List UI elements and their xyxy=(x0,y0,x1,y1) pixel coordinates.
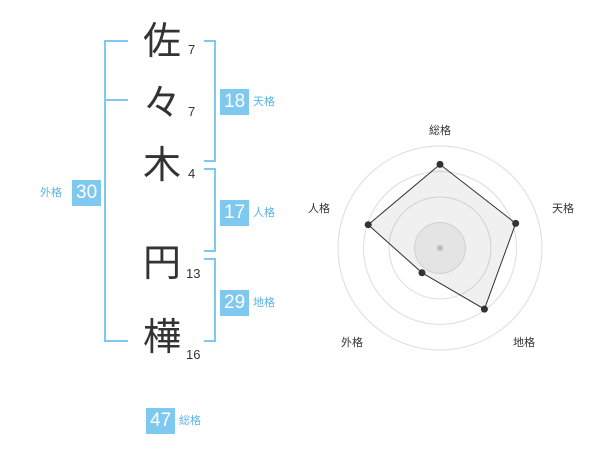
stroke-count-5: 16 xyxy=(186,347,201,362)
radar-axis-label-2: 天格 xyxy=(552,201,574,215)
name-char-4: 円 xyxy=(142,241,181,285)
radar-axis-label-4: 外格 xyxy=(341,335,363,349)
chikaku-badge: 29 xyxy=(220,290,250,316)
radar-ring-3 xyxy=(363,171,517,325)
radar-point-5 xyxy=(364,221,372,229)
jinkaku-badge: 17 xyxy=(220,200,250,226)
name-char-1: 佐 xyxy=(142,19,181,63)
stroke-count-1: 7 xyxy=(188,42,196,57)
radar-ring-4 xyxy=(337,145,543,351)
radar-ring-2 xyxy=(388,196,492,300)
radar-axis-label-5: 人格 xyxy=(308,201,330,215)
soukaku-label: 総格 xyxy=(179,414,201,427)
radar-center-dot xyxy=(437,245,443,251)
jinkaku-bracket xyxy=(204,168,216,252)
chikaku-bracket xyxy=(204,258,216,342)
radar-point-2 xyxy=(512,219,520,227)
gaikaku-label: 外格 xyxy=(40,186,62,199)
radar-area xyxy=(367,163,517,310)
radar-axis-label-1: 総格 xyxy=(429,123,451,137)
gaikaku-bracket xyxy=(104,40,128,342)
gaikaku-badge: 30 xyxy=(72,180,102,206)
soukaku-badge: 47 xyxy=(146,408,176,434)
tenkaku-label: 天格 xyxy=(253,95,275,108)
tenkaku-bracket xyxy=(204,40,216,162)
radar-point-3 xyxy=(480,305,488,313)
name-char-2: 々 xyxy=(142,81,181,125)
radar-point-4 xyxy=(418,269,426,277)
gaikaku-bracket-tick xyxy=(104,99,128,101)
name-char-5: 樺 xyxy=(142,315,181,359)
stroke-count-4: 13 xyxy=(186,266,201,281)
tenkaku-badge: 18 xyxy=(220,89,250,115)
stroke-count-2: 7 xyxy=(188,104,196,119)
jinkaku-label: 人格 xyxy=(253,206,275,219)
chikaku-label: 地格 xyxy=(253,296,275,309)
name-char-3: 木 xyxy=(142,143,181,187)
radar-axis-label-3: 地格 xyxy=(513,335,535,349)
stroke-count-3: 4 xyxy=(188,166,196,181)
radar-point-1 xyxy=(436,160,444,168)
